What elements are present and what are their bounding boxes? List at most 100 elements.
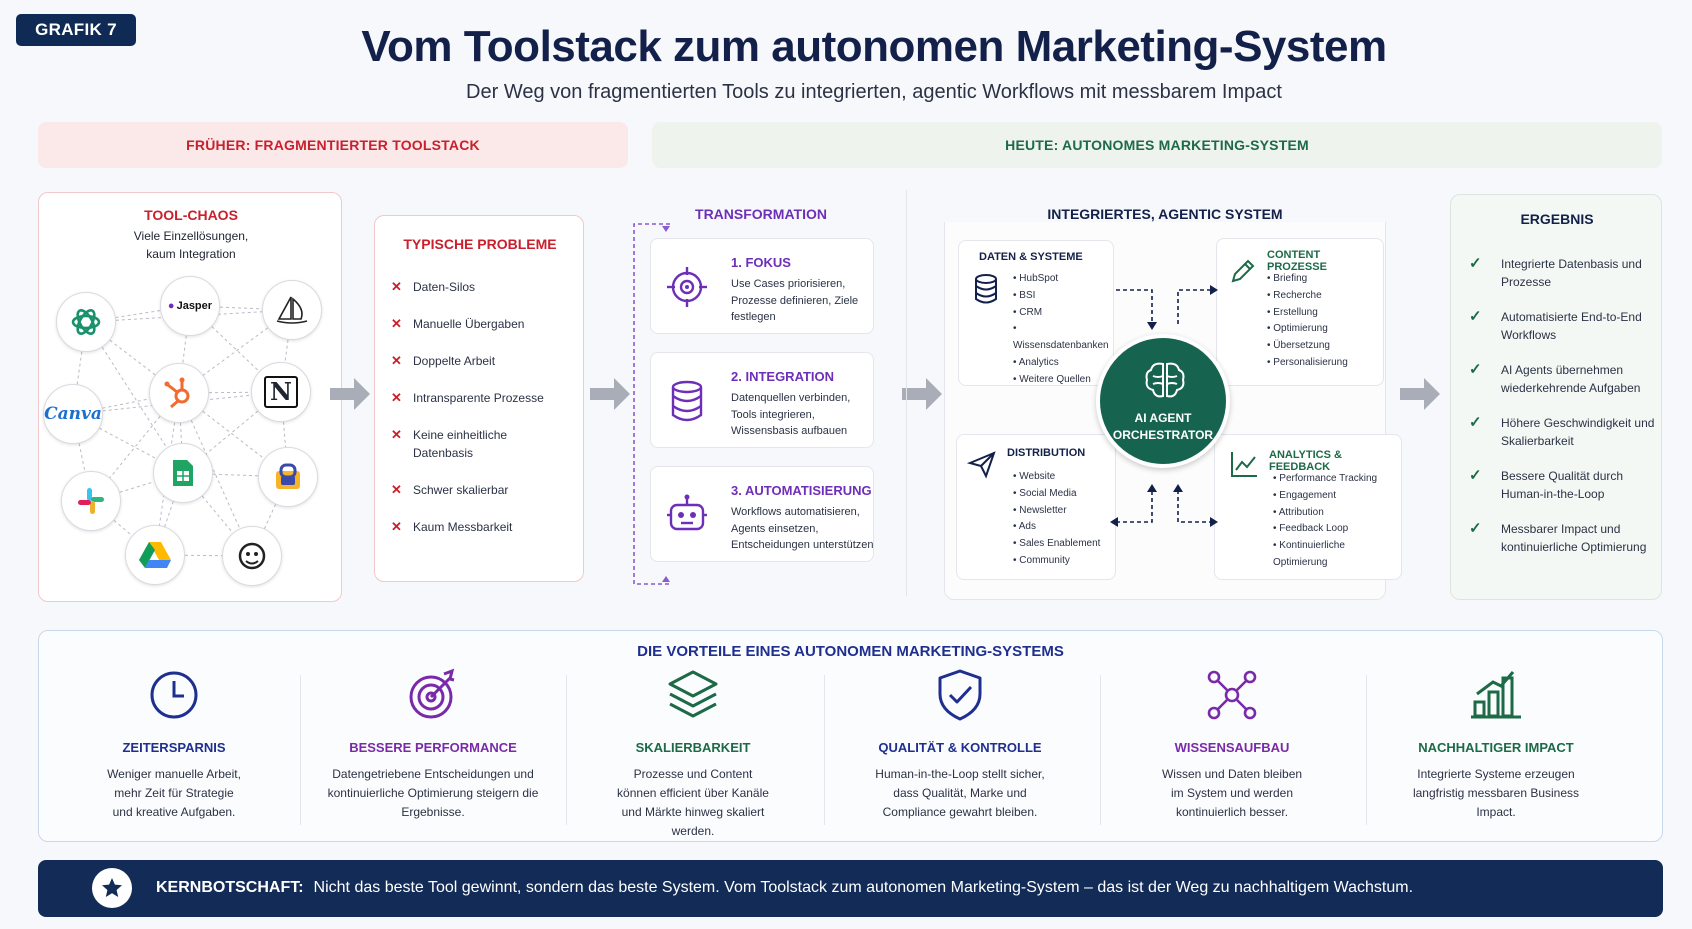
tool-chaos-desc-1: Viele Einzellösungen, [133, 229, 249, 243]
bar-chart-icon [1471, 671, 1521, 719]
benefit-impact: NACHHALTIGER IMPACT Integrierte Systeme … [1366, 668, 1626, 822]
x-icon: ✕ [391, 390, 402, 405]
canva-label: Canva [44, 404, 102, 424]
check-icon: ✓ [1469, 520, 1482, 537]
kernbotschaft-label: KERNBOTSCHAFT: [156, 879, 304, 896]
check-icon: ✓ [1469, 308, 1482, 325]
check-icon: ✓ [1469, 467, 1482, 484]
slack-icon [78, 488, 104, 514]
problem-item: ✕Keine einheitliche Datenbasis [391, 427, 508, 460]
distribution-box: DISTRIBUTION WebsiteSocial MediaNewslett… [956, 434, 1116, 580]
jasper-logo: ●Jasper [160, 276, 220, 336]
benefit-skalierbarkeit: SKALIERBARKEIT Prozesse und Content könn… [563, 668, 823, 841]
benefit-title: ZEITERSPARNIS [122, 740, 226, 755]
analytics-box: ANALYTICS & FEEDBACK Performance Trackin… [1214, 434, 1402, 580]
list-item: Personalisierung [1267, 355, 1348, 372]
benefit-desc: Prozesse und Content können efficient üb… [617, 767, 769, 838]
network-icon [1207, 670, 1257, 720]
problem-item: ✕Kaum Messbarkeit [391, 519, 513, 534]
list-item: Engagement [1273, 488, 1401, 505]
step-title: 2. INTEGRATION [731, 369, 835, 384]
step-title: 1. FOKUS [731, 255, 791, 270]
tool-chaos-card: TOOL-CHAOS Viele Einzellösungen, kaum In… [38, 192, 342, 602]
benefit-title: BESSERE PERFORMANCE [349, 740, 517, 755]
transformation-title: TRANSFORMATION [695, 206, 827, 222]
benefit-title: SKALIERBARKEIT [635, 740, 751, 755]
arrow-right-icon [1400, 378, 1440, 410]
ai-agent-orchestrator: AI AGENT ORCHESTRATOR [1096, 334, 1230, 468]
list-item: Wissensdatenbanken [1013, 321, 1113, 355]
hubspot-icon [164, 377, 190, 409]
list-item: Performance Tracking [1273, 471, 1401, 488]
step-fokus: 1. FOKUS Use Cases priorisieren, Prozess… [650, 238, 874, 334]
list-item: Briefing [1267, 271, 1348, 288]
star-badge [92, 868, 132, 908]
list-item: Optimierung [1267, 321, 1348, 338]
benefit-title: WISSENSAUFBAU [1174, 740, 1290, 755]
database-icon [671, 380, 703, 422]
step-integration: 2. INTEGRATION Datenquellen verbinden, T… [650, 352, 874, 448]
page-title: Vom Toolstack zum autonomen Marketing-Sy… [361, 22, 1387, 71]
benefit-desc: Weniger manuelle Arbeit, mehr Zeit für S… [107, 767, 241, 819]
benefit-title: QUALITÄT & KONTROLLE [878, 740, 1042, 755]
distribution-list: WebsiteSocial MediaNewsletterAdsSales En… [1013, 469, 1101, 570]
step-desc: Use Cases priorisieren, Prozesse definie… [731, 278, 859, 323]
notion-icon: N [264, 376, 298, 408]
problems-title: TYPISCHE PROBLEME [403, 236, 557, 252]
target-icon [667, 267, 707, 307]
problem-item: ✕Manuelle Übergaben [391, 316, 525, 331]
problem-item: ✕Intransparente Prozesse [391, 390, 544, 405]
divider [300, 675, 301, 825]
mailchimp-icon [238, 542, 266, 570]
shield-check-icon [938, 669, 982, 721]
analytics-list: Performance TrackingEngagementAttributio… [1273, 471, 1401, 572]
x-icon: ✕ [391, 279, 402, 294]
ergebnis-title: ERGEBNIS [1520, 211, 1594, 227]
content-list: BriefingRechercheErstellungOptimierungÜb… [1267, 271, 1348, 372]
check-icon: ✓ [1469, 414, 1482, 431]
list-item: Feedback Loop [1273, 521, 1401, 538]
daten-box: DATEN & SYSTEME HubSpotBSICRMWissensdate… [958, 240, 1114, 386]
benefit-desc: Integrierte Systeme erzeugen langfristig… [1412, 767, 1580, 819]
x-icon: ✕ [391, 353, 402, 368]
benefit-performance: BESSERE PERFORMANCE Datengetriebene Ents… [303, 668, 563, 822]
google-drive-logo [125, 525, 185, 585]
benefit-desc: Wissen und Daten bleiben im System und w… [1161, 767, 1303, 819]
list-item: Community [1013, 553, 1100, 570]
problem-item: ✕Daten-Silos [391, 279, 476, 294]
x-icon: ✕ [391, 427, 402, 442]
page-subtitle: Der Weg von fragmentierten Tools zu inte… [466, 81, 1282, 103]
ergebnis-item: ✓Integrierte Datenbasis und Prozesse [1469, 255, 1642, 289]
list-item: BSI [1013, 288, 1113, 305]
chatgpt-icon [71, 309, 101, 335]
problems-list: ✕Daten-Silos ✕Manuelle Übergaben ✕Doppel… [391, 278, 577, 555]
divider [1100, 675, 1101, 825]
band-heute: HEUTE: AUTONOMES MARKETING-SYSTEM [652, 122, 1662, 168]
line-chart-icon [1231, 452, 1257, 477]
benefit-qualitaet: QUALITÄT & KONTROLLE Human-in-the-Loop s… [830, 668, 1090, 822]
arrow-right-icon [330, 378, 370, 410]
tool-chaos-title: TOOL-CHAOS [144, 207, 238, 223]
jasper-icon: ● [167, 300, 175, 312]
vorteile-card [38, 630, 1663, 842]
benefit-zeitersparnis: ZEITERSPARNIS Weniger manuelle Arbeit, m… [44, 668, 304, 822]
grafik-tag: GRAFIK 7 [16, 14, 136, 46]
target-icon [409, 668, 455, 719]
clock-icon [150, 671, 198, 719]
orchestrator-label-1: AI AGENT [1134, 411, 1192, 425]
list-item: Übersetzung [1267, 338, 1348, 355]
band-frueher: FRÜHER: FRAGMENTIERTER TOOLSTACK [38, 122, 628, 168]
list-item: CRM [1013, 305, 1113, 322]
problems-card: TYPISCHE PROBLEME ✕Daten-Silos ✕Manuelle… [374, 215, 584, 582]
divider [1366, 675, 1367, 825]
brain-icon [1145, 362, 1185, 398]
robot-icon [667, 494, 707, 531]
arrow-right-icon [590, 378, 630, 410]
chatgpt-enterprise-logo [258, 447, 318, 507]
canva-logo: Canva [43, 384, 103, 444]
notion-logo: N [251, 362, 311, 422]
sailboat-icon [276, 296, 308, 324]
list-item: Attribution [1273, 505, 1401, 522]
content-title: CONTENT PROZESSE [1267, 249, 1327, 273]
problem-item: ✕Doppelte Arbeit [391, 353, 496, 368]
